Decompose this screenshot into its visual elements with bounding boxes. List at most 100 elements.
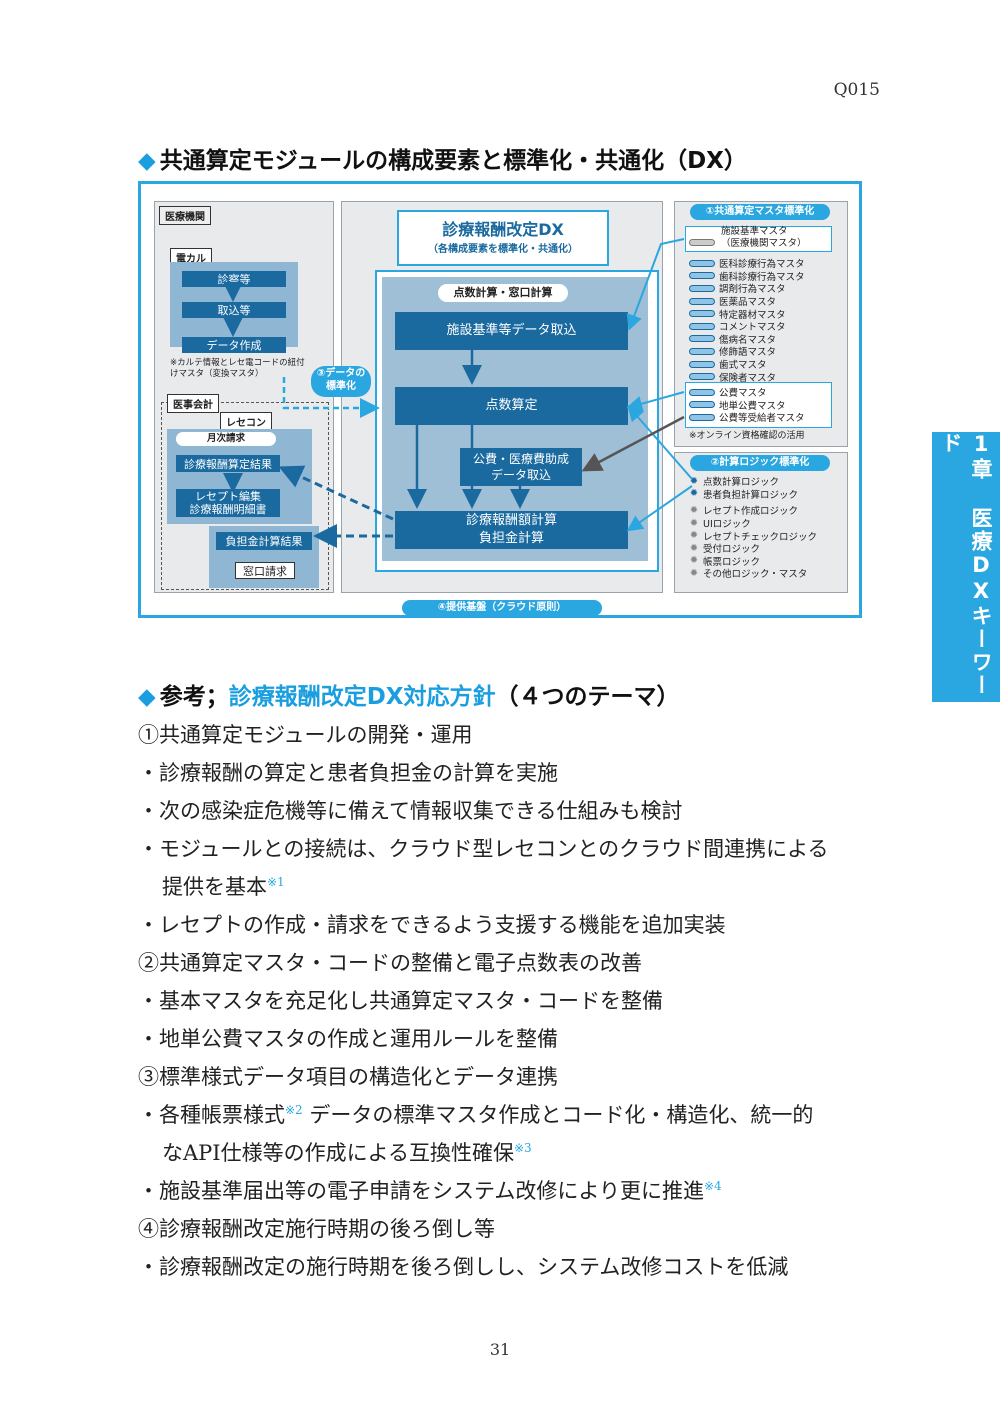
line-text: ・地単公費マスタの作成と運用ルールを整備 <box>138 1027 558 1051</box>
text-line: ・モジュールとの接続は、クラウド型レセコンとのクラウド間連携による <box>138 830 878 868</box>
data-standardize-bubble: ③データの 標準化 <box>311 366 371 397</box>
page-number: 31 <box>489 1340 511 1359</box>
logic-std-title: ②計算ロジック標準化 <box>690 455 830 471</box>
text-line: ②共通算定マスタ・コードの整備と電子点数表の改善 <box>138 944 878 982</box>
footnote-ref: ※4 <box>703 1179 722 1193</box>
line-text: ・施設基準届出等の電子申請をシステム改修により更に推進 <box>138 1179 704 1203</box>
master-item: 歯式マスタ <box>689 358 805 371</box>
step-import: 取込等 <box>182 302 286 318</box>
text-line: ①共通算定モジュールの開発・運用 <box>138 716 878 754</box>
item-label: レセプトチェックロジック <box>703 531 818 543</box>
item-label: 患者負担計算ロジック <box>703 489 799 501</box>
medical-institution-label: 医療機関 <box>159 206 211 225</box>
item-label: 医薬品マスタ <box>719 297 777 309</box>
line-text: ・モジュールとの接続は、クラウド型レセコンとのクラウド間連携による <box>138 837 829 861</box>
line-text: ③標準様式データ項目の構造化とデータ連携 <box>138 1065 558 1089</box>
database-icon <box>689 272 715 280</box>
calc-result: 診療報酬算定結果 <box>176 455 280 472</box>
footnote-ref: ※3 <box>513 1141 532 1155</box>
line-text: 提供を基本 <box>162 875 267 899</box>
ijikaikei-frame <box>161 402 329 590</box>
text-line: ・診療報酬の算定と患者負担金の計算を実施 <box>138 754 878 792</box>
master-item: 修飾語マスタ <box>689 345 805 358</box>
dx-title-box: 診療報酬改定DX （各構成要素を標準化・共通化） <box>397 210 609 266</box>
counter-billing: 窓口請求 <box>235 562 295 579</box>
item-label: 修飾語マスタ <box>719 347 777 359</box>
logic-item: ✹ その他ロジック・マスタ <box>687 567 817 581</box>
text-line: ・次の感染症危機等に備えて情報収集できる仕組みも検討 <box>138 792 878 830</box>
database-icon <box>689 259 715 267</box>
section-title-reference: ◆参考；診療報酬改定DX対応方針（４つのテーマ） <box>138 677 680 711</box>
online-note: ※オンライン資格確認の活用 <box>689 431 805 441</box>
line-text: ②共通算定マスタ・コードの整備と電子点数表の改善 <box>138 951 642 975</box>
text-line: 提供を基本※1 <box>138 868 878 906</box>
database-icon <box>689 388 715 396</box>
module-diagram: 医療機関 電カル 診察等 取込等 データ作成 ※カルテ情報とレセ電コードの紐付け… <box>138 181 862 618</box>
item-label: 調剤行為マスタ <box>719 284 786 296</box>
rececon-label: レセコン <box>220 412 272 431</box>
gear-icon: ✹ <box>689 555 699 567</box>
text-line: なAPI仕様等の作成による互換性確保※3 <box>138 1134 878 1172</box>
facility-master-label: 施設基準マスタ （医療機関マスタ） <box>721 226 807 249</box>
facility-master-cyl <box>689 231 719 250</box>
item-label: UIロジック <box>703 519 751 531</box>
line-text: ・診療報酬の算定と患者負担金の計算を実施 <box>138 761 558 785</box>
chapter-side-tab: 1章 医療DXキーワード <box>932 432 1000 702</box>
database-icon <box>689 413 715 421</box>
logic-item: ✹帳票ロジック <box>687 555 817 568</box>
database-icon <box>689 310 715 318</box>
reference-suffix: （４つのテーマ） <box>495 684 680 710</box>
item-label: 地単公費マスタ <box>719 400 786 412</box>
master-item: 公費マスタ <box>689 386 805 399</box>
monthly-billing-label: 月次請求 <box>176 432 276 446</box>
master-panel: ①共通算定マスタ標準化 施設基準マスタ （医療機関マスタ） 医科診療行為マスタ歯… <box>674 201 848 447</box>
receipt-edit: レセプト編集 診療報酬明細書 <box>176 489 280 517</box>
master-item: 公費等受給者マスタ <box>689 411 805 424</box>
master-item: 医薬品マスタ <box>689 295 805 308</box>
master-list: 医科診療行為マスタ歯科診療行為マスタ調剤行為マスタ医薬品マスタ特定器材マスタコメ… <box>689 257 805 384</box>
database-icon <box>689 401 715 409</box>
section-title-module: ◆共通算定モジュールの構成要素と標準化・共通化（DX） <box>138 141 747 175</box>
public-expense-import: 公費・医療費助成 データ取込 <box>460 448 582 486</box>
item-label: その他ロジック・マスタ <box>703 569 808 581</box>
score-calc: 点数算定 <box>395 387 628 425</box>
logic-list: ✹点数計算ロジック✹患者負担計算ロジック✹レセプト作成ロジック✹UIロジック✹レ… <box>687 475 818 581</box>
policy-text: ①共通算定モジュールの開発・運用・診療報酬の算定と患者負担金の計算を実施・次の感… <box>138 716 878 1286</box>
line-text: ・各種帳票様式 <box>138 1103 285 1127</box>
master-item: 医科診療行為マスタ <box>689 257 805 270</box>
reference-highlight: 診療報酬改定DX対応方針 <box>228 684 496 710</box>
reference-prefix: 参考； <box>159 684 229 710</box>
master-item: 特定器材マスタ <box>689 307 805 321</box>
burden-result: 負担金計算結果 <box>216 532 312 550</box>
master-item: コメントマスタ <box>689 320 805 333</box>
ijikaikei-label: 医事会計 <box>167 394 219 413</box>
master-item: 歯科診療行為マスタ <box>689 270 805 283</box>
item-label: 傷病名マスタ <box>719 334 777 346</box>
page-code: Q015 <box>833 80 880 100</box>
item-label: 公費等受給者マスタ <box>719 413 805 425</box>
text-line: ・レセプトの作成・請求をできるよう支援する機能を追加実装 <box>138 906 878 944</box>
master-std-title: ①共通算定マスタ標準化 <box>690 204 830 220</box>
database-icon <box>689 347 715 355</box>
dx-subtitle: （各構成要素を標準化・共通化） <box>428 244 578 255</box>
master-item: 保険者マスタ <box>689 370 805 384</box>
step-data-creation: データ作成 <box>182 337 286 353</box>
master-item: 調剤行為マスタ <box>689 282 805 295</box>
public-master-list: 公費マスタ地単公費マスタ公費等受給者マスタ <box>689 386 805 424</box>
line-text: ①共通算定モジュールの開発・運用 <box>138 723 473 747</box>
gear-icon: ✹ <box>689 567 699 579</box>
item-label: コメントマスタ <box>719 322 786 334</box>
gear-icon: ✹ <box>689 475 699 487</box>
item-label: 特定器材マスタ <box>719 309 786 321</box>
line-text: ・レセプトの作成・請求をできるよう支援する機能を追加実装 <box>138 913 726 937</box>
text-line: ・各種帳票様式※2 データの標準マスタ作成とコード化・構造化、統一的 <box>138 1096 878 1134</box>
item-label: 歯科診療行為マスタ <box>719 271 805 283</box>
item-label: レセプト作成ロジック <box>703 506 799 518</box>
item-label: 点数計算ロジック <box>703 477 780 489</box>
facility-import: 施設基準等データ取込 <box>395 312 628 350</box>
line-text: ・次の感染症危機等に備えて情報収集できる仕組みも検討 <box>138 799 683 823</box>
medical-institution-panel: 医療機関 電カル 診察等 取込等 データ作成 ※カルテ情報とレセ電コードの紐付け… <box>154 201 334 593</box>
line-text: ④診療報酬改定施行時期の後ろ倒し等 <box>138 1217 495 1241</box>
item-label: 歯式マスタ <box>719 360 767 372</box>
dx-title: 診療報酬改定DX <box>442 220 564 239</box>
